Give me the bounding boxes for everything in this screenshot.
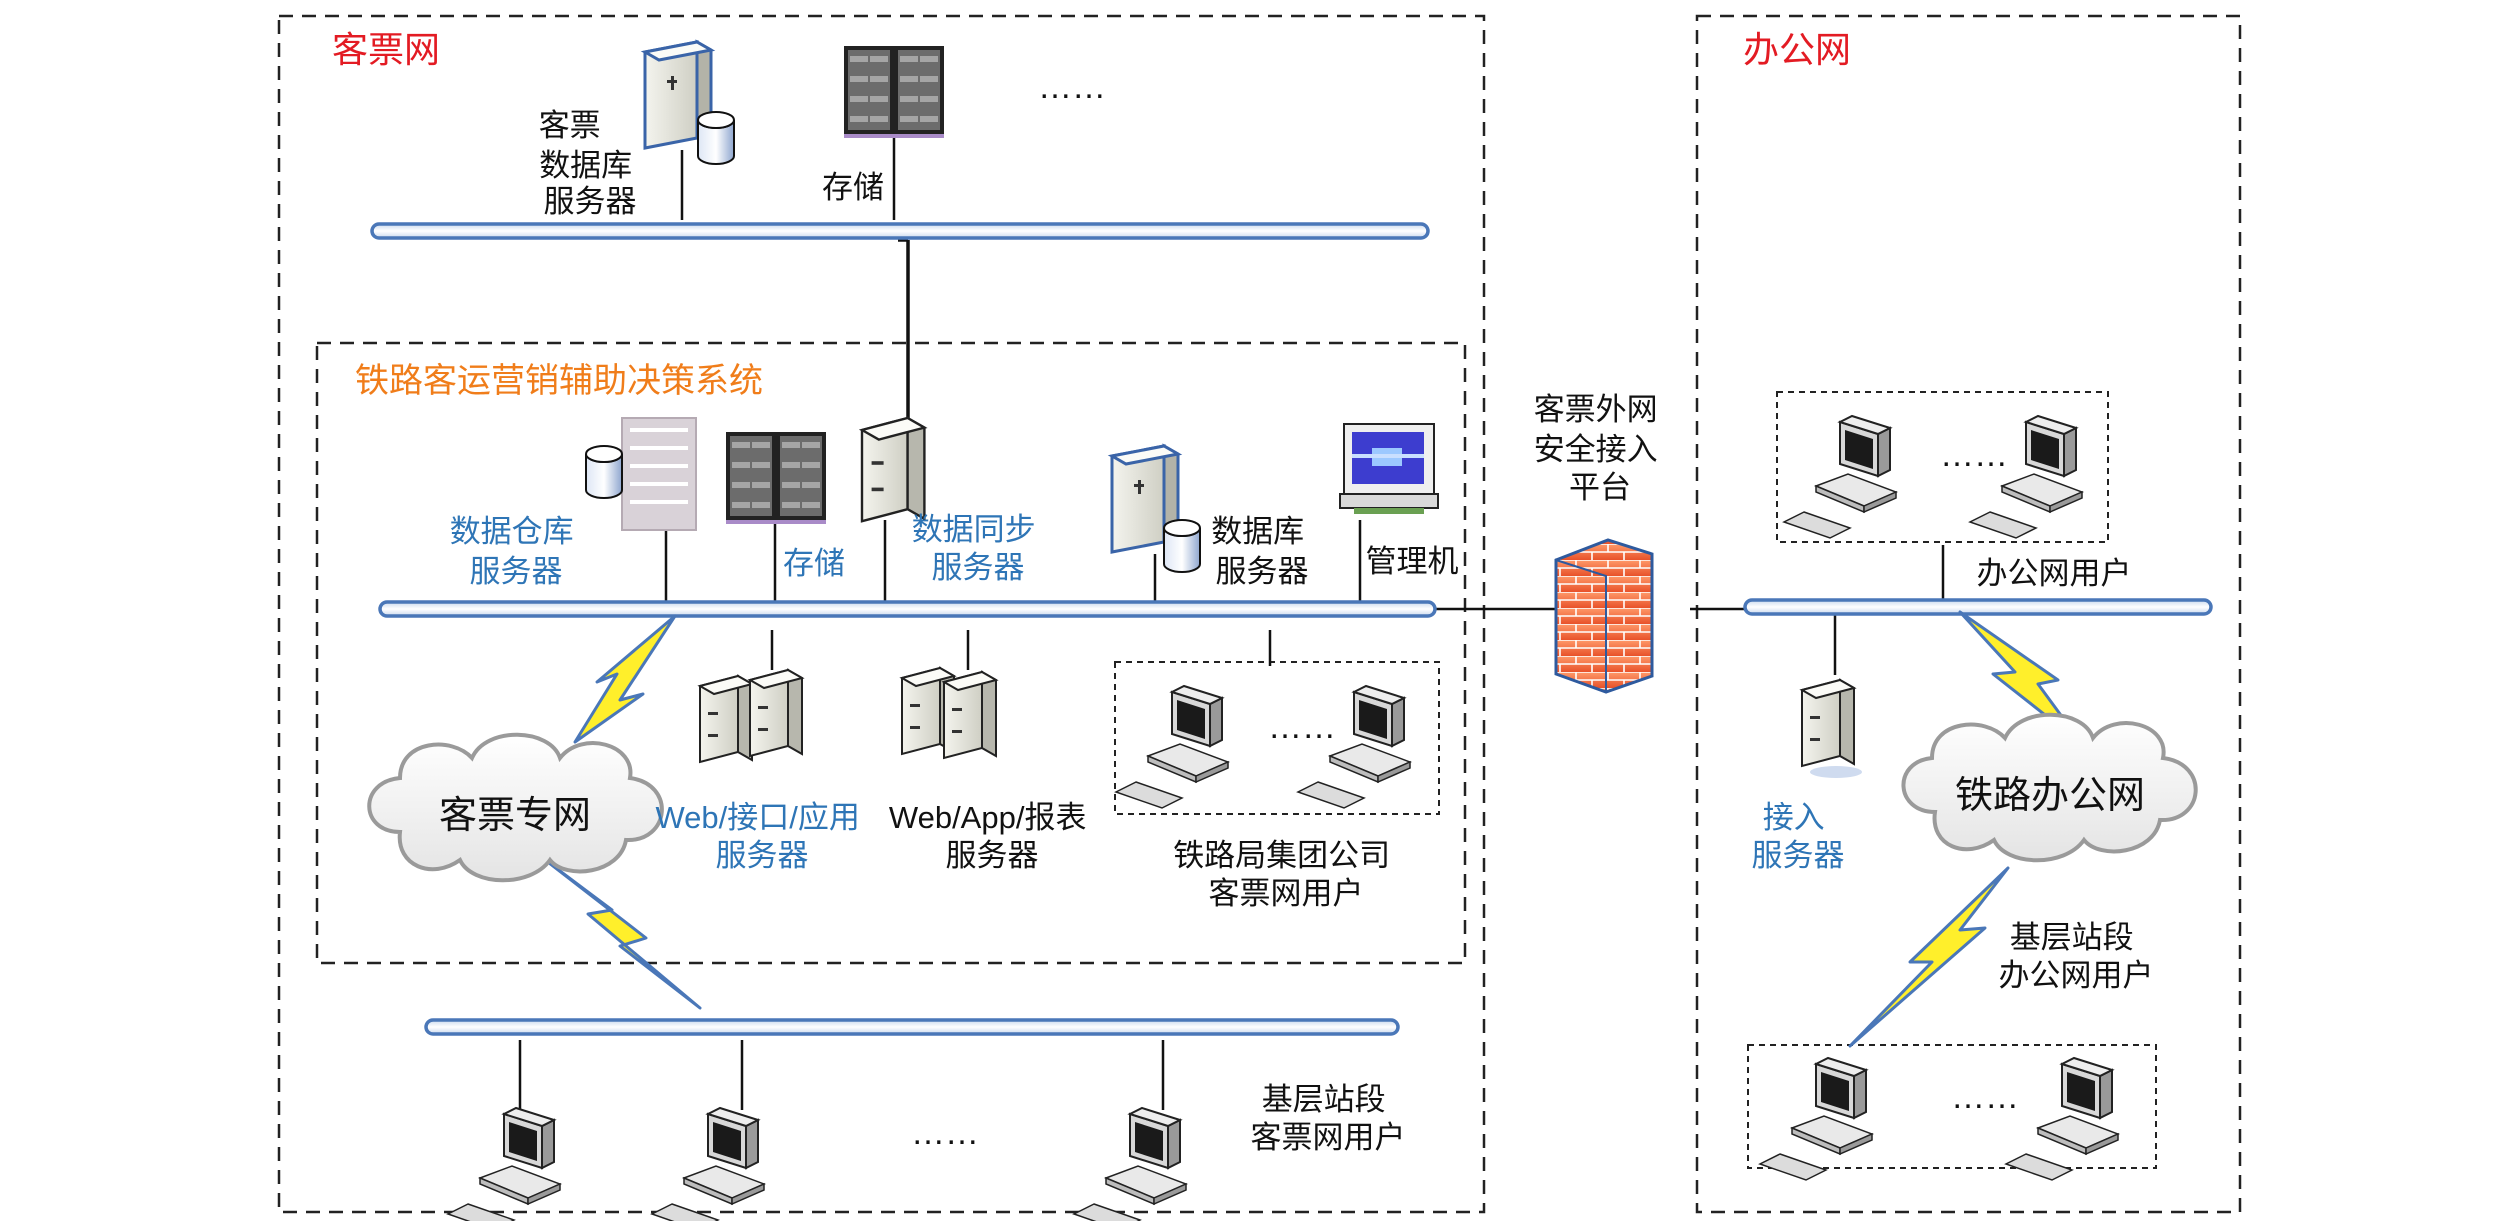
sys-db-server: 数据库 服务器 [1110, 444, 1313, 589]
access-server: 接入 服务器 [1752, 679, 1862, 873]
top-storage: 存储 [822, 46, 944, 205]
web-app-server-label: Web/App/报表 服务器 [889, 800, 1095, 873]
web-api-server-label: Web/接口/应用 服务器 [655, 800, 868, 873]
dw-server: 数据仓库 服务器 [450, 417, 697, 589]
sys-storage: 存储 [726, 432, 845, 581]
office-cloud-label: 铁路办公网 [1955, 775, 2145, 817]
top-bus [370, 222, 1430, 240]
kepiao-cloud-label: 客票专网 [439, 795, 591, 837]
web-app-server: Web/App/报表 服务器 [889, 667, 1095, 873]
office-base-users-label: 基层站段 办公网用户 [1999, 920, 2154, 993]
office-bus [1743, 598, 2213, 616]
office-ellipsis: …… [1940, 436, 2008, 474]
system-zone-border [315, 341, 1467, 965]
kepiao-zone-border [277, 14, 1486, 1214]
mgmt-machine: 管理机 [1339, 423, 1459, 579]
base-ellipsis: …… [911, 1114, 979, 1152]
lightning-icon [1848, 866, 2010, 1048]
base-users-label: 基层站段 客票网用户 [1251, 1082, 1406, 1155]
kepiao-cloud: 客票专网 [367, 732, 664, 883]
bureau-ellipsis: …… [1268, 708, 1336, 746]
bangong-zone-border [1695, 14, 2242, 1214]
web-api-server: Web/接口/应用 服务器 [655, 669, 868, 873]
bureau-users-box [1114, 661, 1440, 815]
bureau-users: …… 铁路局集团公司 客票网用户 [1115, 685, 1411, 911]
dw-server-label: 数据仓库 服务器 [450, 514, 583, 589]
top-ellipsis: …… [1038, 68, 1106, 106]
connection-lines [518, 124, 1945, 1110]
system-zone-title: 铁路客运营销辅助决策系统 [355, 362, 763, 400]
office-base-users: …… 基层站段 办公网用户 [1759, 920, 2154, 1181]
access-server-label: 接入 服务器 [1752, 800, 1845, 873]
bureau-users-label: 铁路局集团公司 客票网用户 [1173, 838, 1399, 911]
office-base-ellipsis: …… [1951, 1078, 2019, 1116]
office-users-label: 办公网用户 [1977, 556, 2132, 591]
bangong-zone-title: 办公网 [1743, 29, 1851, 70]
office-users-box [1776, 391, 2109, 543]
top-storage-label: 存储 [822, 170, 884, 205]
lightning-links [538, 610, 2084, 1048]
gateway-firewall: 客票外网 安全接入 平台 [1534, 392, 1667, 694]
base-users: …… 基层站段 客票网用户 [447, 1082, 1406, 1221]
sync-server-label: 数据同步 服务器 [912, 512, 1045, 585]
mgmt-label: 管理机 [1366, 544, 1459, 579]
ticket-db-server: 客票 数据库 服务器 [539, 40, 735, 219]
lightning-icon [573, 614, 677, 744]
office-cloud: 铁路办公网 [1901, 712, 2198, 863]
sys-db-server-label: 数据库 服务器 [1211, 514, 1313, 589]
office-users: …… 办公网用户 [1783, 415, 2132, 591]
gateway-label: 客票外网 安全接入 平台 [1534, 392, 1667, 505]
kepiao-zone-title: 客票网 [332, 29, 440, 70]
sync-server: 数据同步 服务器 [860, 416, 1045, 585]
lightning-icon [538, 854, 702, 1010]
base-bus [424, 1018, 1400, 1036]
sys-storage-label: 存储 [783, 546, 845, 581]
ticket-db-server-label: 客票 数据库 服务器 [539, 108, 641, 219]
office-base-users-box [1747, 1044, 2157, 1169]
system-bus [378, 600, 1437, 618]
